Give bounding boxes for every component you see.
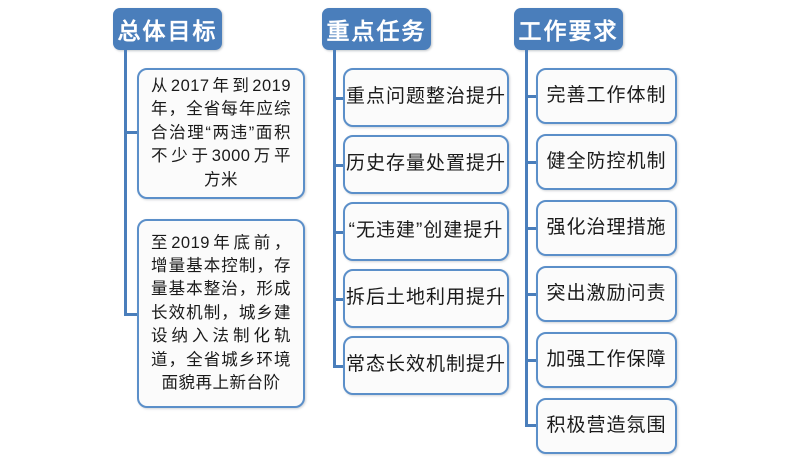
- node-work-requirements-3: 强化治理措施: [536, 200, 677, 256]
- connector-stub-overall-goal-1: [124, 131, 139, 134]
- column-header-label: 工作要求: [518, 18, 619, 44]
- connector-stub-work-requirements-5: [525, 359, 538, 362]
- column-header-key-tasks: 重点任务: [322, 8, 431, 50]
- node-label: 重点问题整治提升: [346, 86, 507, 108]
- connector-stub-key-tasks-2: [333, 164, 345, 167]
- node-work-requirements-5: 加强工作保障: [536, 332, 677, 388]
- node-label: 强化治理措施: [546, 216, 667, 238]
- connector-stub-overall-goal-2: [124, 313, 139, 316]
- node-label: 常态长效机制提升: [346, 354, 507, 376]
- node-label: 历史存量处置提升: [346, 153, 507, 175]
- node-work-requirements-4: 突出激励问责: [536, 266, 677, 322]
- node-overall-goal-2: 至2019年底前，增量基本控制，存量基本整治，形成长效机制，城乡建设纳入法制化轨…: [137, 219, 305, 408]
- node-label: 突出激励问责: [546, 282, 667, 304]
- node-work-requirements-2: 健全防控机制: [536, 134, 677, 190]
- node-label: 拆后土地利用提升: [346, 287, 507, 309]
- connector-stub-work-requirements-2: [525, 161, 538, 164]
- column-header-overall-goal: 总体目标: [113, 8, 222, 50]
- node-label: 完善工作体制: [546, 84, 667, 106]
- node-overall-goal-1: 从2017年到2019年，全省每年应综合治理“两违”面积不少于3000万平方米: [137, 68, 305, 199]
- node-label: “无违建”创建提升: [348, 220, 504, 242]
- node-label: 至2019年底前，增量基本控制，存量基本整治，形成长效机制，城乡建设纳入法制化轨…: [151, 233, 291, 393]
- node-work-requirements-6: 积极营造氛围: [536, 398, 677, 454]
- node-work-requirements-1: 完善工作体制: [536, 68, 677, 124]
- column-header-work-requirements: 工作要求: [514, 8, 623, 50]
- connector-spine-overall-goal: [124, 50, 127, 315]
- connector-stub-work-requirements-6: [525, 424, 538, 427]
- column-header-label: 总体目标: [117, 18, 218, 44]
- node-label: 积极营造氛围: [546, 414, 667, 436]
- node-label: 加强工作保障: [546, 348, 667, 370]
- node-key-tasks-4: 拆后土地利用提升: [343, 269, 509, 328]
- connector-stub-key-tasks-1: [333, 97, 345, 100]
- connector-stub-key-tasks-5: [333, 365, 345, 368]
- node-key-tasks-2: 历史存量处置提升: [343, 135, 509, 194]
- node-label: 从2017年到2019年，全省每年应综合治理“两违”面积不少于3000万平方米: [151, 76, 291, 189]
- connector-stub-work-requirements-4: [525, 293, 538, 296]
- connector-spine-key-tasks: [333, 50, 336, 368]
- column-header-label: 重点任务: [326, 18, 427, 44]
- node-key-tasks-5: 常态长效机制提升: [343, 336, 509, 395]
- connector-stub-work-requirements-3: [525, 227, 538, 230]
- node-key-tasks-3: “无违建”创建提升: [343, 202, 509, 261]
- connector-stub-work-requirements-1: [525, 95, 538, 98]
- node-label: 健全防控机制: [546, 150, 667, 172]
- connector-stub-key-tasks-4: [333, 298, 345, 301]
- connector-spine-work-requirements: [525, 50, 528, 426]
- connector-stub-key-tasks-3: [333, 231, 345, 234]
- node-key-tasks-1: 重点问题整治提升: [343, 68, 509, 127]
